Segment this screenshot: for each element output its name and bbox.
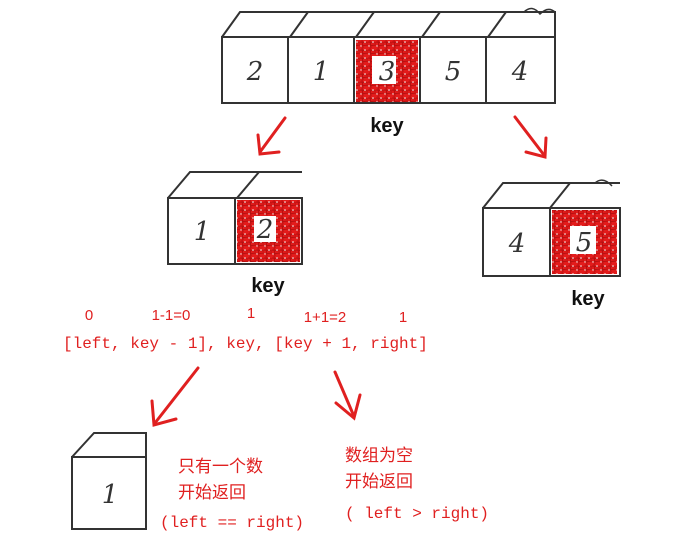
partition-formula: [left, key - 1], key, [key + 1, right]: [63, 335, 428, 353]
bottom-array-body: [71, 456, 147, 530]
right-key-label: key: [571, 288, 605, 310]
top-cell-0: 2: [246, 57, 264, 87]
left-cell-0: 1: [194, 217, 211, 247]
note-single-line3: (left == right): [160, 514, 304, 532]
top-cell-4: 4: [511, 57, 529, 87]
bottom-array: 1: [71, 432, 147, 530]
top-cell-1: 1: [313, 57, 330, 87]
top-cell-2: 3: [379, 57, 396, 87]
right-cell-0: 4: [508, 229, 526, 259]
index-label-key-plus-one: 1+1=2: [304, 309, 347, 326]
arrow-formula-to-single: [150, 366, 200, 427]
top-cell-3: 5: [445, 57, 462, 87]
right-cell-1: 5: [576, 228, 593, 258]
right-array: 4 5 key: [482, 179, 621, 310]
index-label-key-minus-one: 1-1=0: [152, 307, 191, 324]
left-key-label: key: [251, 275, 285, 297]
note-empty-line3: ( left > right): [345, 505, 489, 523]
right-array-body: [482, 207, 621, 277]
arrow-top-to-left: [256, 116, 287, 156]
index-label-right: 1: [399, 309, 407, 326]
index-label-key: 1: [247, 305, 255, 322]
index-label-left: 0: [85, 307, 93, 324]
arrow-top-to-right: [513, 115, 548, 159]
left-array: 1 2 key: [167, 171, 303, 297]
note-single-line2: 开始返回: [178, 483, 246, 503]
note-single-line1: 只有一个数: [178, 457, 263, 477]
top-array-torn-edge: [523, 7, 556, 16]
top-array-body: [221, 36, 556, 104]
top-array: 2 1 3 5 4 key: [221, 7, 556, 137]
top-key-label: key: [370, 115, 404, 137]
top-array-lid: [221, 11, 556, 38]
arrow-formula-to-empty: [333, 370, 362, 421]
bottom-cell-0: 1: [102, 480, 119, 510]
note-empty-line2: 开始返回: [345, 472, 413, 492]
note-empty-line1: 数组为空: [345, 446, 413, 466]
left-cell-1: 2: [256, 215, 274, 245]
